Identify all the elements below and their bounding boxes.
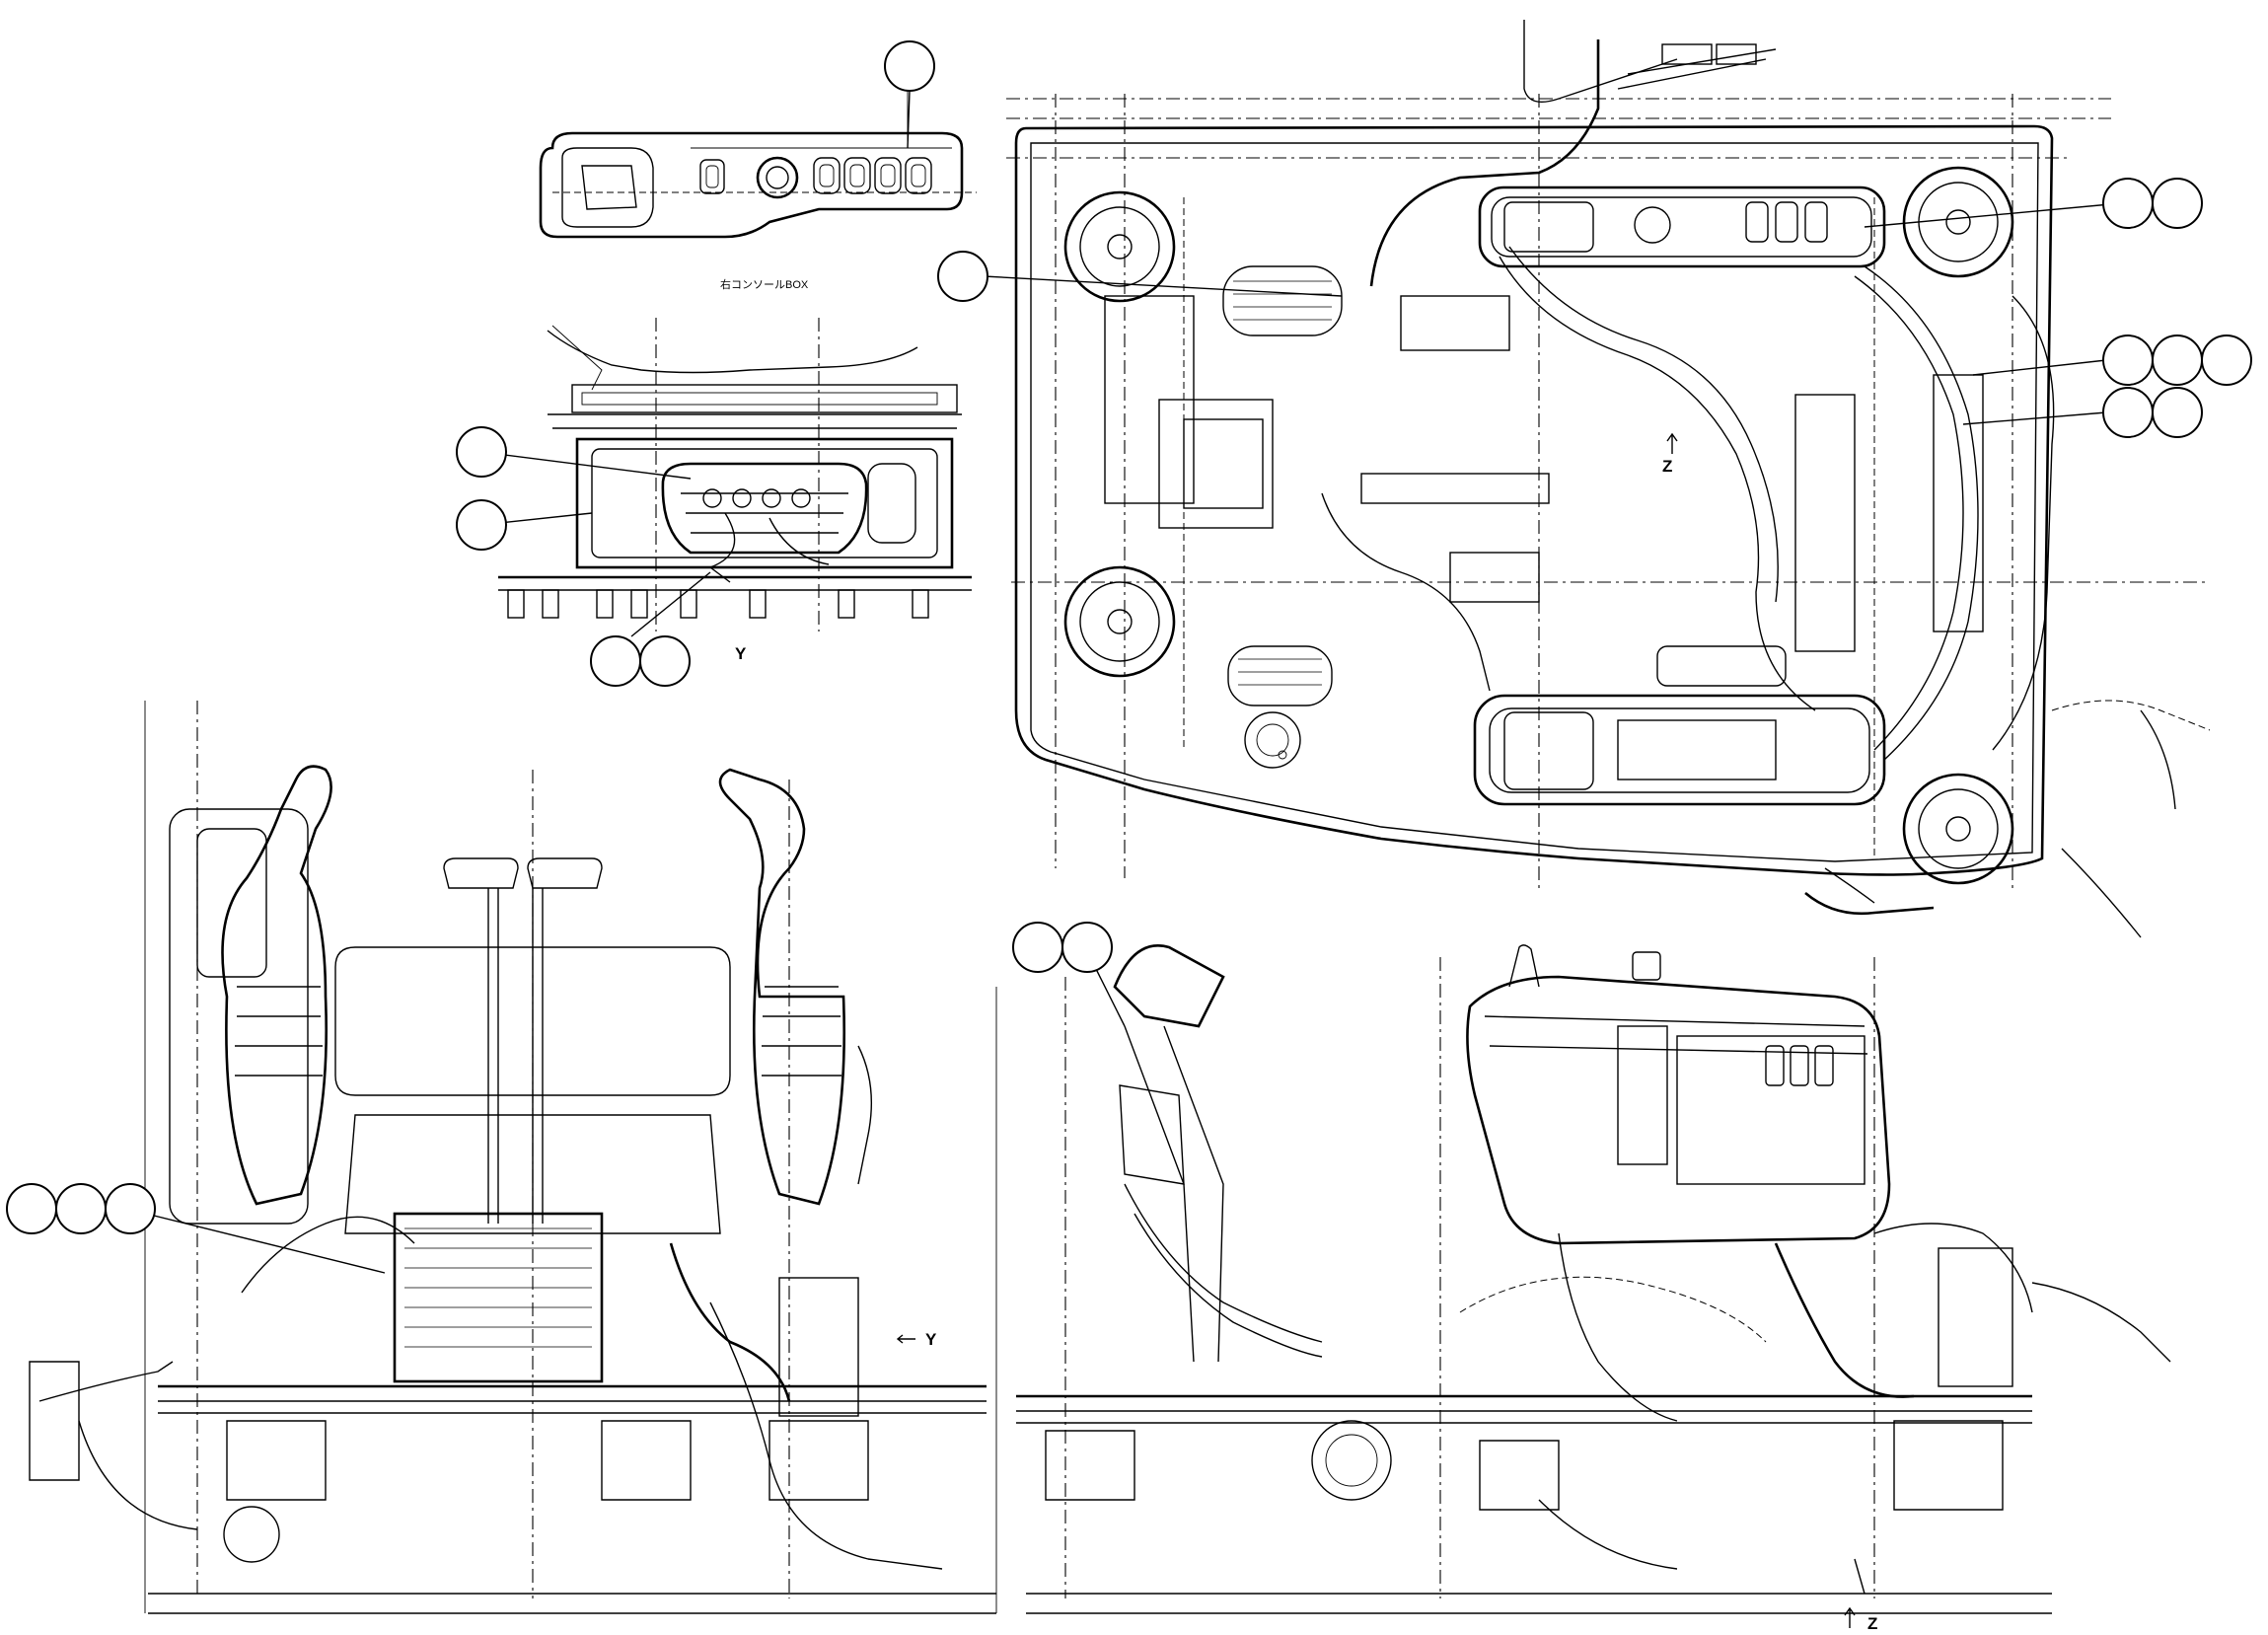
z-view-label: Z (1867, 1614, 1877, 1633)
callout-bubble (2152, 387, 2203, 438)
side-view-drawing: Z (995, 944, 2171, 1633)
callout-bubble (55, 1183, 107, 1234)
y-arrow-label: Y (925, 1330, 937, 1349)
callout-bubble (2201, 334, 2252, 386)
callout-bubble (1012, 922, 1063, 973)
callout-bubble (2102, 334, 2154, 386)
callout-bubble (2102, 387, 2154, 438)
callout-bubble (2152, 334, 2203, 386)
front-view-drawing: Y (29, 701, 996, 1614)
callout-bubble (937, 251, 988, 302)
callout-bubble (884, 40, 935, 92)
z-plan-view-drawing: Z (1006, 20, 2211, 938)
callout-bubble (456, 499, 507, 551)
z-arrow-label: Z (1662, 457, 1672, 476)
y-view-label: Y (735, 644, 747, 663)
console-box-top-view: 右コンソールBOX (539, 77, 977, 291)
callout-bubble (2152, 178, 2203, 229)
callout-bubble (456, 426, 507, 478)
callout-bubble (590, 635, 641, 687)
callout-bubbles (6, 40, 2252, 1234)
callout-bubble (639, 635, 691, 687)
callout-bubble (2102, 178, 2154, 229)
console-box-caption: 右コンソールBOX (720, 277, 809, 291)
callout-bubble (105, 1183, 156, 1234)
y-view-drawing: Y (498, 318, 972, 663)
callout-bubble (6, 1183, 57, 1234)
callout-bubble (1061, 922, 1113, 973)
